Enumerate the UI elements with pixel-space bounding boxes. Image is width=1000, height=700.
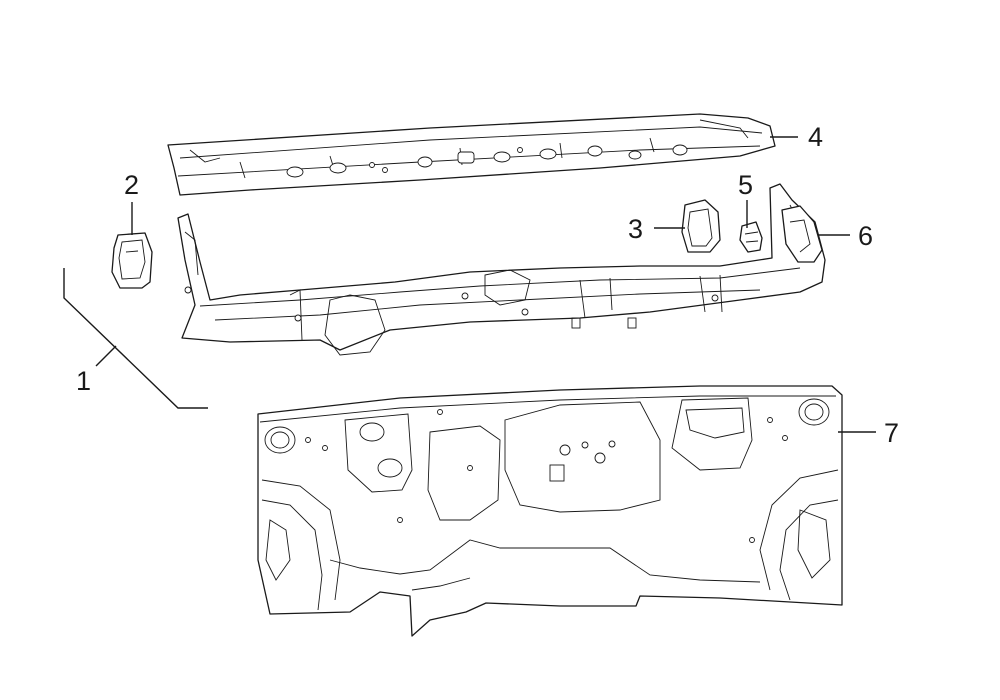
upper-cowl-panel: [167, 113, 776, 196]
callout-5: 5: [738, 170, 753, 200]
callout-1: 1: [76, 366, 91, 396]
callout-2: 2: [124, 170, 139, 200]
callout-6: 6: [858, 221, 873, 251]
callout-4: 4: [808, 122, 823, 152]
leader-line-1: [63, 268, 208, 409]
dash-cross-member: [177, 183, 826, 356]
leader-line-1-branch: [95, 345, 117, 367]
callout-7: 7: [884, 418, 899, 448]
callout-3: 3: [628, 214, 643, 244]
clip-part-5: [739, 221, 763, 253]
dash-panel: [257, 385, 843, 637]
gusset-part-3: [681, 199, 721, 253]
bracket-part-2: [111, 232, 153, 289]
side-reinforcement-part-6: [781, 205, 823, 263]
